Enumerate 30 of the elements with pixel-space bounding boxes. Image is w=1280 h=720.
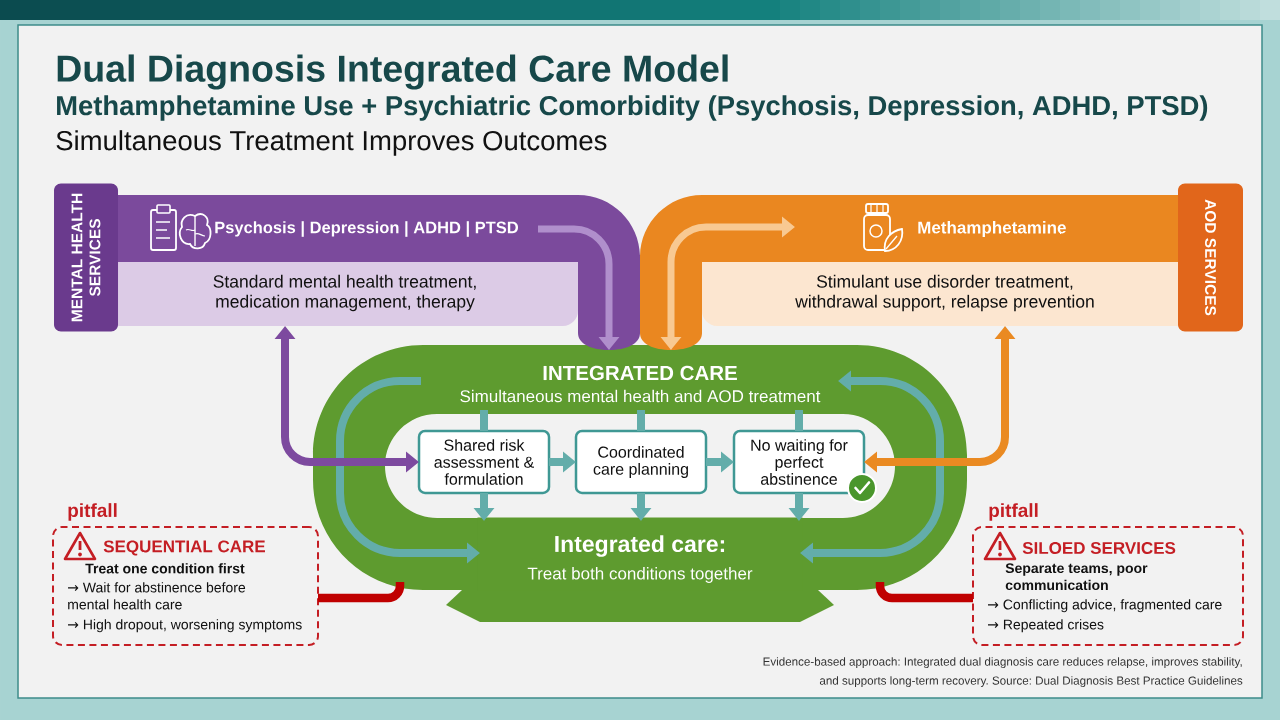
- connector-line: [318, 581, 405, 603]
- title: Dual Diagnosis Integrated Care Model: [57, 54, 728, 90]
- side-tab: AOD SERVICES: [1178, 183, 1243, 332]
- band-heading: Methamphetamine: [918, 221, 1066, 237]
- loop-subheading: Simultaneous mental health and AOD treatment: [460, 389, 821, 403]
- callout-title: SILOED SERVICES: [1022, 542, 1176, 554]
- summary-band: [477, 517, 803, 591]
- source-note: Evidence-based approach: Integrated dual diagnosis care reduces relapse, improves stability, and supports long-term recovery. Source: Dual Diagnosis Best Practice Guidelines: [763, 657, 1243, 687]
- connector-line: [875, 581, 973, 603]
- callout-text: Separate teams, poor communication: [1005, 563, 1148, 591]
- description-panel: Standard mental health treatment, medication management, therapy: [118, 262, 578, 326]
- pitfall-label: pitfall: [989, 503, 1038, 521]
- callout-text: → Repeated crises: [988, 619, 1104, 633]
- pitfall-label: pitfall: [68, 503, 117, 521]
- subtitle: Methamphetamine Use + Psychiatric Comorbidity (Psychosis, Depression, ADHD, PTSD): [57, 95, 1208, 121]
- band-text: Treat both conditions together: [527, 567, 753, 583]
- callout-title: SEQUENTIAL CARE: [103, 540, 265, 556]
- loop-heading: INTEGRATED CARE: [543, 365, 737, 381]
- band-heading: Integrated care:: [555, 535, 725, 557]
- band-heading: Psychosis | Depression | ADHD | PTSD: [215, 221, 518, 237]
- subtitle: Simultaneous Treatment Improves Outcomes: [56, 130, 607, 156]
- description-panel: Stimulant use disorder treatment, withdrawal support, relapse prevention: [702, 262, 1178, 326]
- callout-text: → High dropout, worsening symptoms: [68, 619, 302, 633]
- callout-text: → Wait for abstinence before mental health care: [68, 582, 246, 610]
- callout-text: → Conflicting advice, fragmented care: [988, 599, 1222, 613]
- side-tab: MENTAL HEALTH SERVICES: [54, 183, 118, 332]
- step-box: Shared risk assessment & formulation: [417, 429, 551, 495]
- step-box: No waiting for perfect abstinence: [732, 429, 866, 495]
- callout-text: Treat one condition first: [85, 563, 245, 574]
- step-box: Coordinated care planning: [574, 429, 708, 495]
